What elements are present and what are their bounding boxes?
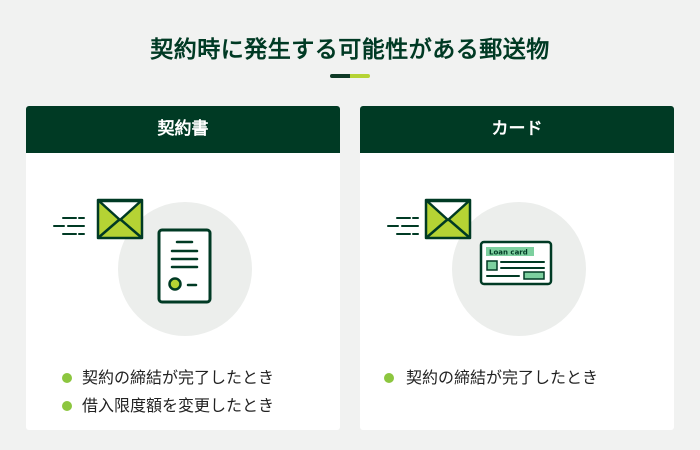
envelope-icon	[424, 198, 472, 240]
card-heading: カード	[360, 106, 674, 153]
page-title: 契約時に発生する可能性がある郵送物	[150, 37, 550, 63]
list-item: 借入限度額を変更したとき	[62, 392, 274, 420]
card-loan-card: カード Loan card	[360, 106, 674, 430]
bullet-icon	[62, 373, 72, 383]
bullet-icon	[384, 373, 394, 383]
speed-lines-icon	[387, 217, 419, 235]
loan-card-icon: Loan card	[479, 240, 553, 286]
title-underline	[330, 74, 370, 78]
card-contract: 契約書	[26, 106, 340, 430]
underline-dark-segment	[330, 74, 350, 78]
loan-card-illustration: Loan card	[360, 153, 674, 343]
condition-list: 契約の締結が完了したとき	[384, 364, 598, 392]
speed-lines-icon	[53, 217, 85, 235]
contract-illustration	[26, 153, 340, 343]
condition-text: 契約の締結が完了したとき	[82, 368, 275, 387]
card-heading: 契約書	[26, 106, 340, 153]
condition-text: 契約の締結が完了したとき	[406, 368, 599, 387]
envelope-icon	[96, 198, 144, 240]
underline-light-segment	[350, 74, 370, 78]
list-item: 契約の締結が完了したとき	[62, 364, 274, 392]
condition-text: 借入限度額を変更したとき	[82, 396, 275, 415]
card-label-text: Loan card	[489, 249, 528, 257]
document-icon	[157, 228, 212, 304]
list-item: 契約の締結が完了したとき	[384, 364, 598, 392]
condition-list: 契約の締結が完了したとき 借入限度額を変更したとき	[62, 364, 274, 420]
bullet-icon	[62, 401, 72, 411]
